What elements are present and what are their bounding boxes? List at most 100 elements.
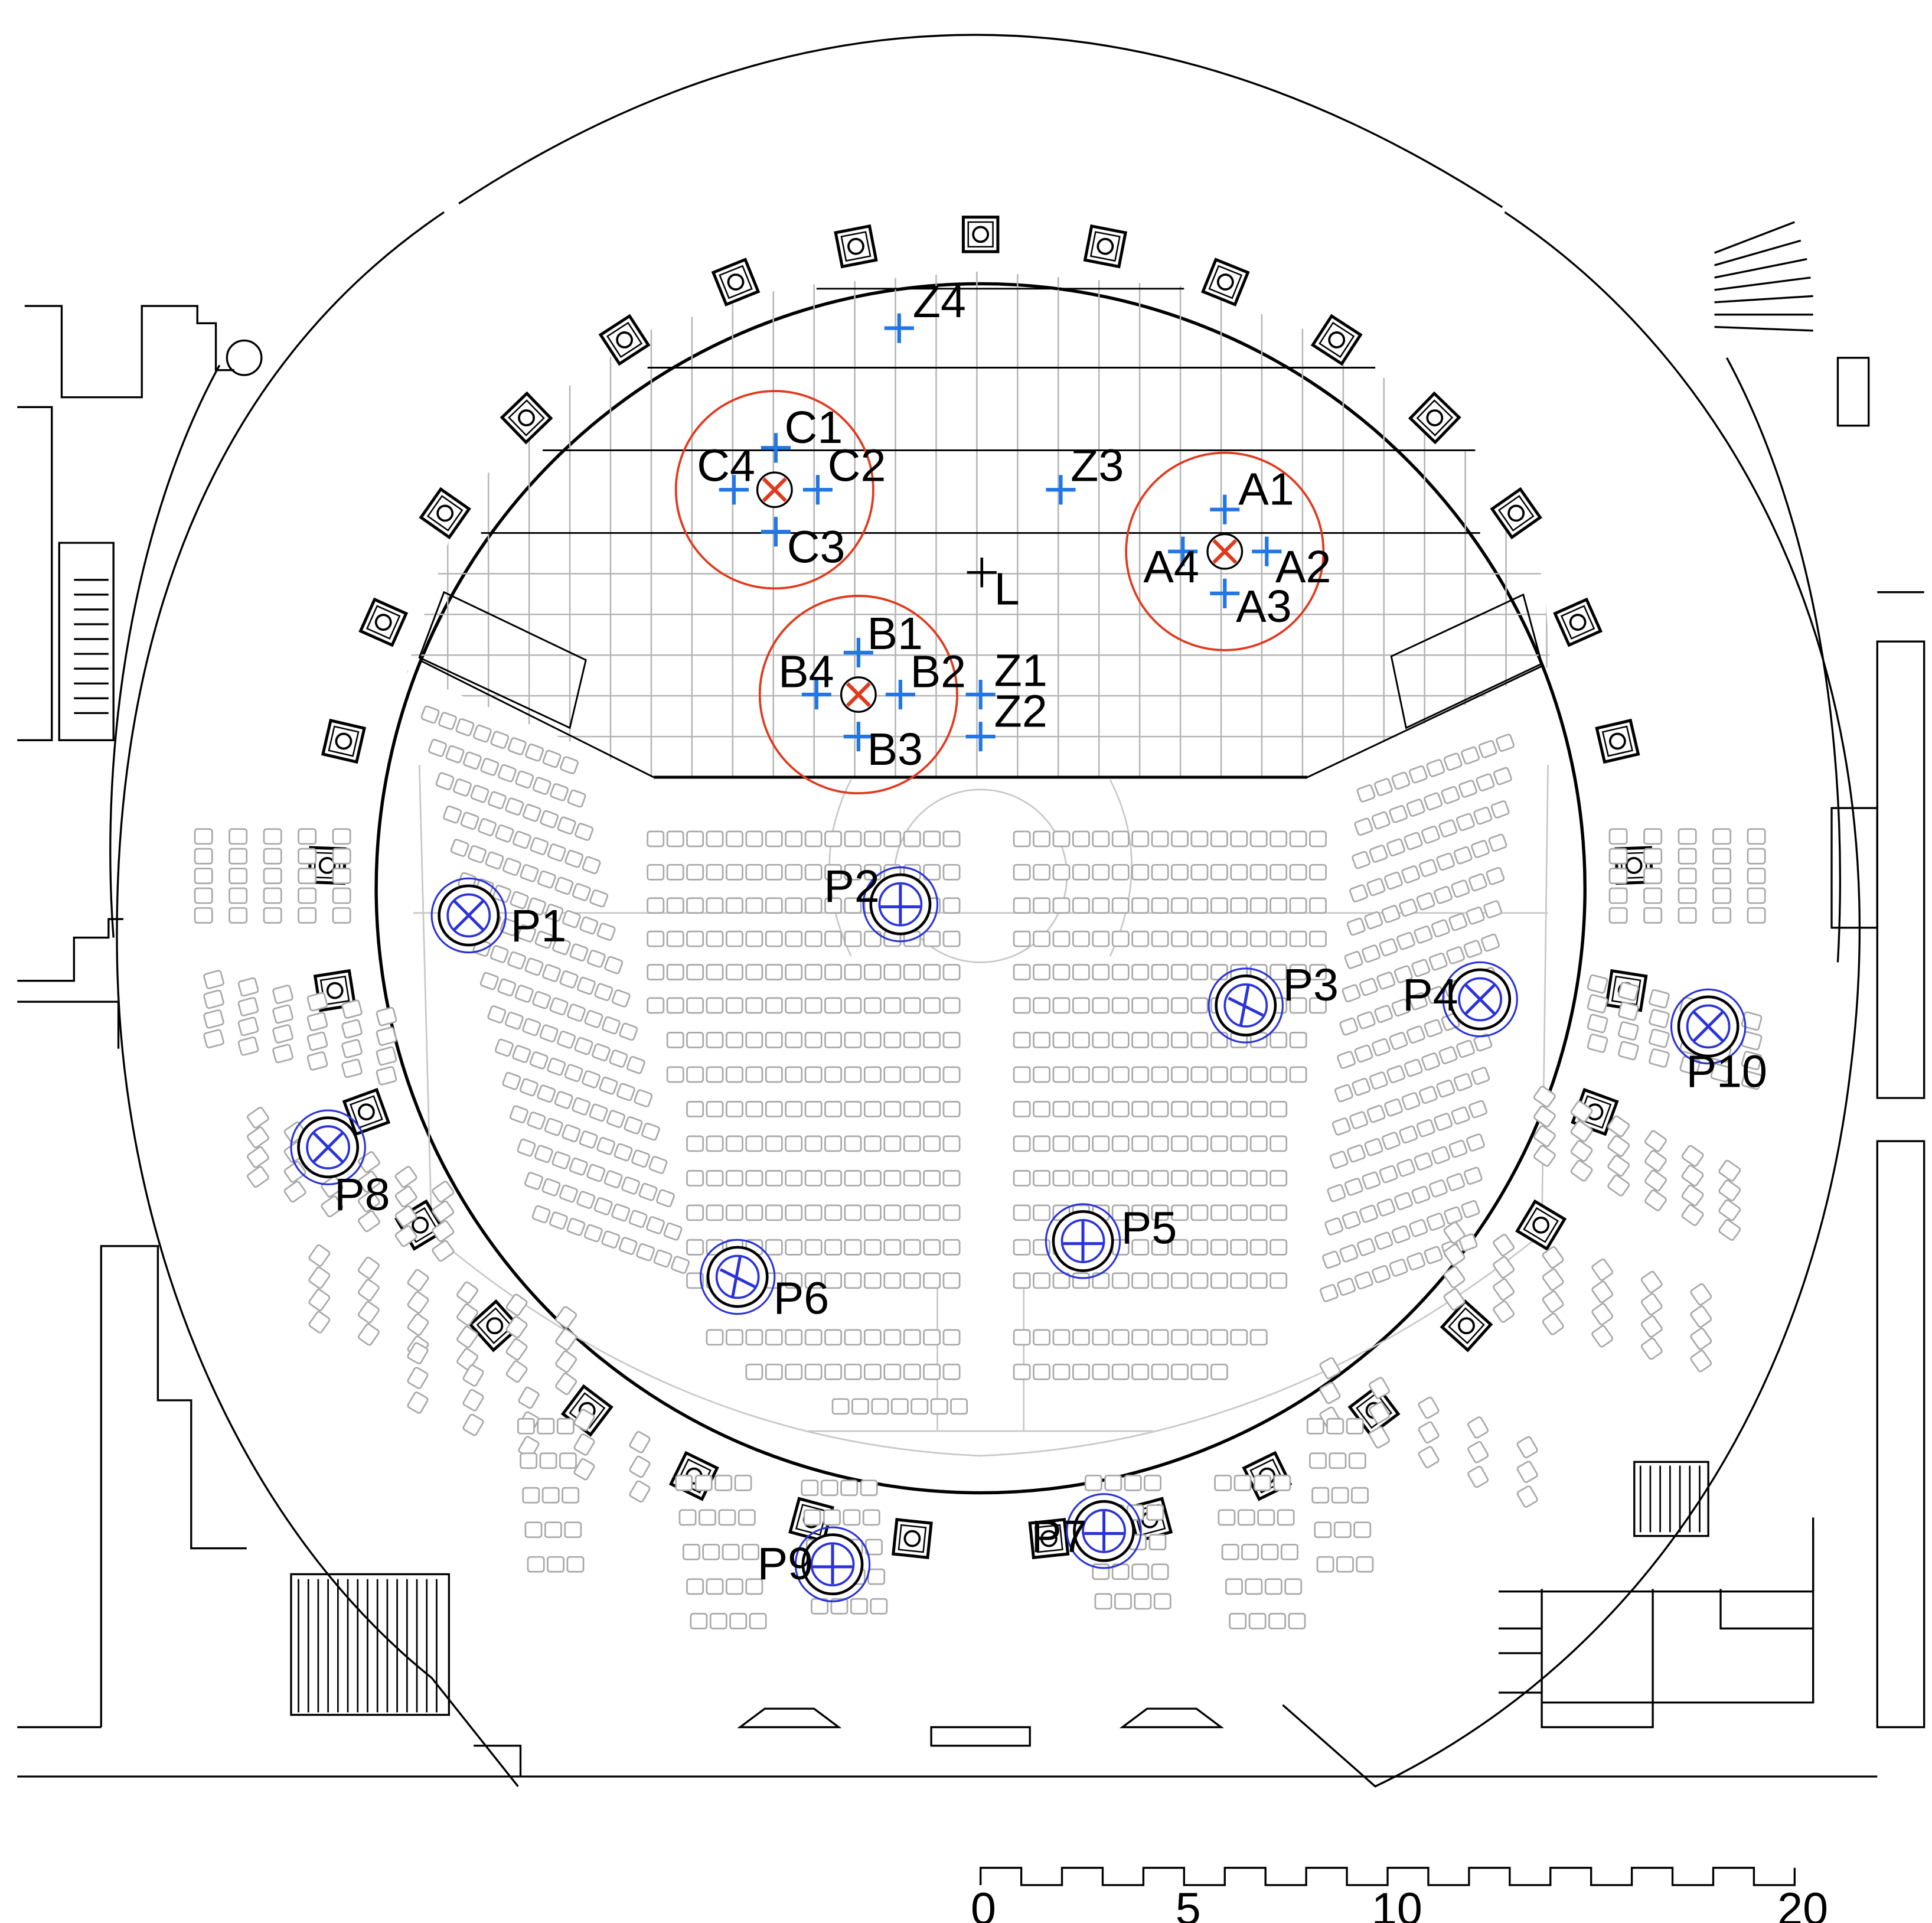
seat-row bbox=[1533, 1145, 1556, 1167]
audience-marker-p3 bbox=[1208, 967, 1284, 1044]
seat-row bbox=[298, 848, 317, 865]
seat-row bbox=[263, 887, 282, 904]
seat-row bbox=[1493, 1234, 1515, 1256]
seat-row bbox=[505, 1316, 528, 1338]
seat-row bbox=[358, 1210, 380, 1233]
seat-row bbox=[1533, 1105, 1556, 1127]
seat-row bbox=[686, 1204, 961, 1221]
seat-row bbox=[1013, 830, 1327, 848]
seat-row bbox=[358, 1171, 380, 1193]
seat-row bbox=[237, 1016, 259, 1037]
seat-row bbox=[1587, 974, 1608, 994]
seat-row bbox=[1644, 1189, 1667, 1211]
seat-row bbox=[1690, 1327, 1712, 1350]
seat-row bbox=[675, 1474, 752, 1491]
seat-row bbox=[1644, 1169, 1667, 1192]
seat-row bbox=[1617, 1001, 1639, 1021]
seat-row bbox=[1418, 1421, 1440, 1444]
seat-row bbox=[237, 977, 259, 997]
seat-row bbox=[1467, 1465, 1489, 1488]
seat-row bbox=[1533, 1086, 1556, 1108]
seat-row bbox=[1013, 930, 1327, 947]
seat-row bbox=[1418, 1446, 1440, 1468]
seat-row bbox=[263, 828, 282, 845]
seat-row bbox=[1221, 1543, 1298, 1560]
seat-row bbox=[801, 1479, 878, 1497]
column bbox=[1595, 718, 1640, 764]
seat-row bbox=[686, 1170, 961, 1187]
seat-row bbox=[510, 1105, 668, 1174]
seat-row bbox=[1690, 1283, 1712, 1306]
label-b3: B3 bbox=[867, 724, 923, 775]
seat-row bbox=[247, 1126, 269, 1149]
seat-row bbox=[647, 830, 961, 848]
seat-row bbox=[298, 868, 317, 885]
seat-row bbox=[520, 1452, 577, 1469]
seat-row bbox=[1311, 1487, 1369, 1504]
seat-row bbox=[341, 999, 363, 1019]
column bbox=[834, 224, 878, 269]
seat-row bbox=[505, 1360, 528, 1383]
receiver-z3 bbox=[1046, 475, 1076, 505]
seat-row bbox=[690, 1612, 767, 1629]
seat-row bbox=[518, 1386, 540, 1409]
seat-row bbox=[1678, 828, 1697, 845]
seat-row bbox=[420, 705, 579, 774]
receiver-a1 bbox=[1210, 494, 1240, 524]
column bbox=[1310, 314, 1363, 366]
receiver-b4 bbox=[801, 679, 831, 710]
seat-row bbox=[1681, 1184, 1704, 1207]
seat-row bbox=[272, 1004, 293, 1024]
seat-row bbox=[432, 1220, 455, 1242]
seat-row bbox=[272, 1024, 293, 1044]
seat-row bbox=[1533, 1125, 1556, 1148]
seat-row bbox=[298, 828, 317, 845]
seat-row bbox=[1542, 1290, 1564, 1313]
seat-row bbox=[376, 1006, 397, 1026]
seat-row bbox=[394, 1225, 417, 1247]
seat-row bbox=[1094, 1593, 1171, 1610]
seat-row bbox=[435, 772, 594, 841]
seat-row bbox=[831, 1398, 968, 1415]
seat-row bbox=[1013, 1135, 1288, 1152]
source-markers bbox=[756, 471, 1244, 713]
seat-row bbox=[1607, 1155, 1630, 1177]
seat-row bbox=[263, 848, 282, 865]
seat-row bbox=[306, 1012, 328, 1031]
column bbox=[1028, 1518, 1070, 1559]
seat-row bbox=[456, 1281, 478, 1304]
seat-row bbox=[1319, 1381, 1341, 1404]
column bbox=[1083, 224, 1128, 269]
seat-row bbox=[1712, 868, 1732, 885]
seat-row bbox=[555, 1306, 577, 1329]
seat-row bbox=[308, 1266, 331, 1289]
seat-row bbox=[321, 1195, 344, 1218]
label-z4: Z4 bbox=[913, 276, 966, 327]
seat-row bbox=[1608, 828, 1628, 845]
seat-row bbox=[1718, 1179, 1741, 1202]
label-a4: A4 bbox=[1143, 542, 1199, 592]
seat-row bbox=[573, 1433, 595, 1456]
seat-row bbox=[1327, 1133, 1485, 1202]
seat-row bbox=[1747, 887, 1766, 904]
seat-row bbox=[407, 1391, 429, 1414]
seat-row bbox=[1542, 1246, 1564, 1269]
seat-row bbox=[1643, 887, 1663, 904]
receiver-c1 bbox=[761, 433, 791, 463]
seat-row bbox=[358, 1191, 380, 1213]
seat-row bbox=[1747, 868, 1766, 885]
seat-row bbox=[1334, 1034, 1493, 1103]
seat-row bbox=[1570, 1120, 1593, 1142]
seat-row bbox=[194, 907, 213, 924]
seat-row bbox=[1587, 1013, 1608, 1034]
seat-row bbox=[1324, 1166, 1483, 1236]
source-b bbox=[840, 676, 877, 713]
seat-row bbox=[1718, 1219, 1741, 1241]
receiver-z4 bbox=[884, 313, 914, 343]
seat-row bbox=[1443, 1288, 1466, 1311]
column bbox=[1515, 1199, 1567, 1251]
column bbox=[500, 391, 553, 445]
seat-row bbox=[1608, 887, 1628, 904]
column bbox=[1408, 391, 1461, 445]
